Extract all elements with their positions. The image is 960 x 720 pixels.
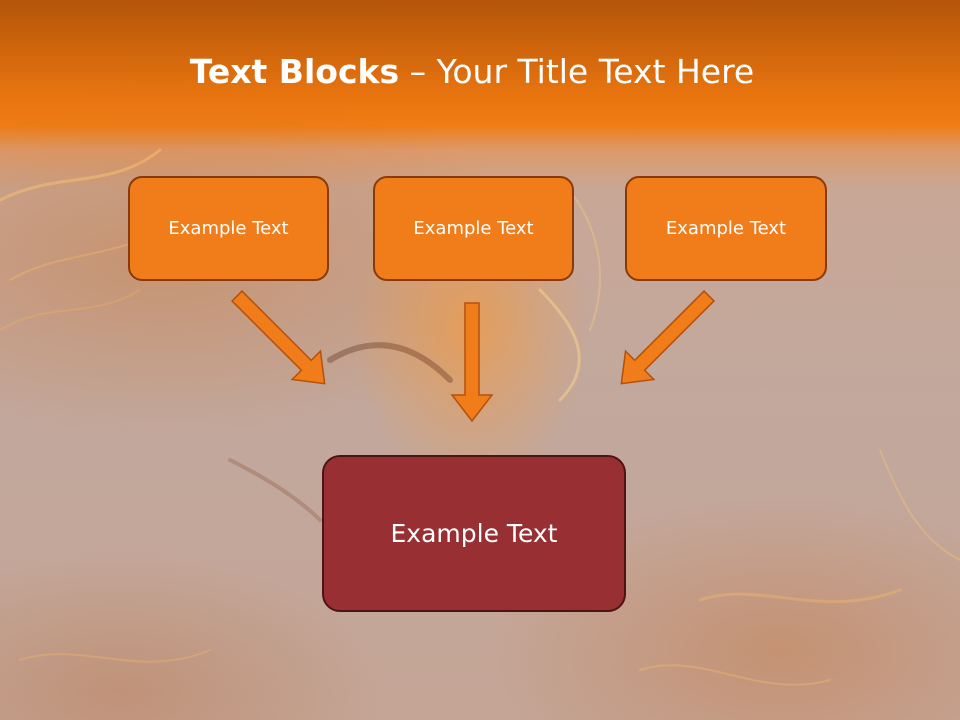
arrow-left — [230, 289, 326, 385]
text-block-right[interactable]: Example Text — [625, 176, 827, 281]
text-block-left[interactable]: Example Text — [128, 176, 329, 281]
arrow-center — [450, 302, 494, 423]
slide-title: Text Blocks – Your Title Text Here — [0, 52, 944, 91]
text-block-right-label: Example Text — [665, 218, 787, 239]
text-block-left-label: Example Text — [168, 218, 289, 239]
text-block-center[interactable]: Example Text — [373, 176, 574, 281]
text-block-center-label: Example Text — [413, 218, 534, 239]
title-rest: Your Title Text Here — [436, 52, 755, 91]
arrow-right — [620, 289, 716, 385]
result-block[interactable]: Example Text — [322, 455, 626, 612]
title-bold: Text Blocks — [189, 52, 400, 91]
result-block-label: Example Text — [390, 519, 558, 548]
title-dash: – — [399, 52, 437, 91]
